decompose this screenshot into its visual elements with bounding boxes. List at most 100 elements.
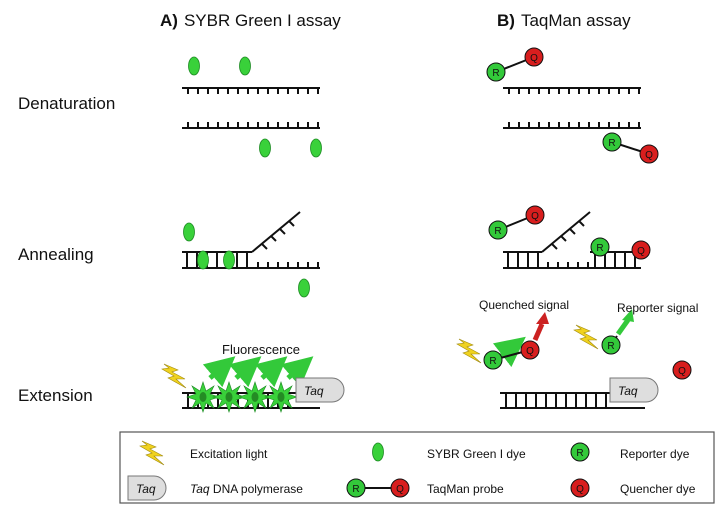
excitation-light-icon [139, 440, 165, 466]
panel-b-name: TaqMan assay [521, 11, 631, 30]
taq-polymerase-shape [609, 377, 659, 403]
panel-a-title: A) SYBR Green I assay [160, 11, 341, 30]
quenched-signal-label: Quenched signal [479, 298, 569, 312]
fluorescence-arrows [202, 356, 314, 388]
fluorescence-arrow [228, 356, 262, 388]
excitation-light-icon [161, 363, 187, 389]
taqman-probe: R Q [602, 132, 659, 164]
panel-b-letter: B) [497, 11, 515, 30]
reporter-dye [602, 132, 622, 152]
svg-text:Q: Q [526, 346, 534, 357]
legend-quencher-icon: Q [570, 478, 590, 498]
step-extension-label: Extension [18, 386, 93, 405]
legend-excitation-label: Excitation light [190, 447, 268, 461]
step-annealing-label: Annealing [18, 245, 94, 264]
legend-taq-label: Taq DNA polymerase [190, 482, 303, 496]
quencher-dye [672, 360, 692, 380]
svg-text:Taq: Taq [618, 384, 638, 398]
fluorescence-arrow [202, 356, 236, 388]
legend-sybr-dye-icon [372, 442, 384, 462]
legend-sybr-label: SYBR Green I dye [427, 447, 526, 461]
svg-text:R: R [576, 448, 583, 459]
legend-taq-icon: Taq [127, 475, 167, 501]
step-denaturation-label: Denaturation [18, 94, 115, 113]
sybr-dye [197, 250, 209, 270]
fluorescing-dyes [186, 381, 298, 413]
svg-text:Q: Q [531, 211, 539, 222]
svg-text:Taq: Taq [136, 482, 156, 496]
sybr-dye [239, 56, 251, 76]
taqman-denaturation: R Q R Q [486, 47, 659, 164]
legend-taqman-label: TaqMan probe [427, 482, 504, 496]
sybr-dye [259, 138, 271, 158]
sybr-denaturation [182, 56, 322, 158]
panel-a-name: SYBR Green I assay [184, 11, 341, 30]
taqman-probe: R Q [483, 340, 540, 370]
extended-dna [500, 392, 645, 409]
sybr-dye [298, 278, 310, 298]
taq-polymerase: Taq [295, 377, 345, 403]
reporter-dye [486, 62, 506, 82]
svg-text:R: R [596, 243, 603, 254]
excitation-light-icon [456, 338, 482, 364]
panel-b-title: B) TaqMan assay [497, 11, 631, 30]
svg-text:Q: Q [645, 150, 653, 161]
excitation-light-icon [573, 324, 599, 350]
legend: Excitation light Taq Taq DNA polymerase … [119, 431, 715, 504]
sybr-dye [223, 250, 235, 270]
sybr-dye [188, 56, 200, 76]
svg-text:R: R [608, 138, 615, 149]
panel-a-letter: A) [160, 11, 178, 30]
reporter-dye [601, 335, 621, 355]
svg-text:Taq: Taq [304, 384, 324, 398]
reporter-dye [488, 220, 508, 240]
reporter-dye [483, 350, 503, 370]
dna-strand-top [182, 87, 320, 94]
taq-polymerase-shape [127, 475, 167, 501]
svg-text:R: R [489, 356, 496, 367]
svg-text:R: R [607, 341, 614, 352]
cleaved-quencher: Q [672, 360, 692, 380]
quencher-dye [631, 240, 651, 260]
taqman-probe: R Q [486, 47, 544, 82]
quenched-signal-arrow [532, 312, 549, 342]
annealed-dna [503, 211, 641, 269]
legend-reporter-label: Reporter dye [620, 447, 690, 461]
fluorescence-arrow [254, 356, 288, 388]
dna-strand-bottom [182, 122, 320, 129]
svg-text:Q: Q [576, 484, 584, 495]
quencher-dye [520, 340, 540, 360]
quencher-dye [390, 478, 410, 498]
legend-quencher-label: Quencher dye [620, 482, 696, 496]
legend-reporter-icon: R [570, 442, 590, 462]
taqman-annealing: R Q R Q [488, 205, 651, 269]
taqman-extension: Taq R Q Quenched signal R Reporter sign [456, 298, 698, 409]
svg-text:Q: Q [637, 246, 645, 257]
svg-text:R: R [492, 68, 499, 79]
dna-strand-top [503, 87, 641, 94]
quencher-dye [639, 144, 659, 164]
svg-text:Q: Q [530, 53, 538, 64]
reporter-signal-arrow [615, 309, 634, 336]
reporter-signal-label: Reporter signal [617, 301, 698, 315]
reporter-dye [590, 237, 610, 257]
fluorescence-arrow [280, 356, 314, 388]
sybr-dye [310, 138, 322, 158]
cleaved-reporter: R [601, 335, 621, 355]
sybr-extension: Fluorescence Taq [161, 342, 345, 413]
reporter-dye [346, 478, 366, 498]
taq-polymerase: Taq [609, 377, 659, 403]
svg-text:R: R [494, 226, 501, 237]
svg-text:Q: Q [396, 484, 404, 495]
quencher-dye [525, 205, 545, 225]
legend-box [119, 431, 715, 504]
taq-polymerase-shape [295, 377, 345, 403]
fluorescence-label: Fluorescence [222, 342, 300, 357]
taqman-probe: R Q [488, 205, 545, 240]
dna-strand-bottom [503, 122, 641, 129]
sybr-annealing [182, 211, 320, 298]
legend-taqman-probe-icon: R Q [346, 478, 410, 498]
svg-text:Q: Q [678, 366, 686, 377]
svg-text:R: R [352, 484, 359, 495]
